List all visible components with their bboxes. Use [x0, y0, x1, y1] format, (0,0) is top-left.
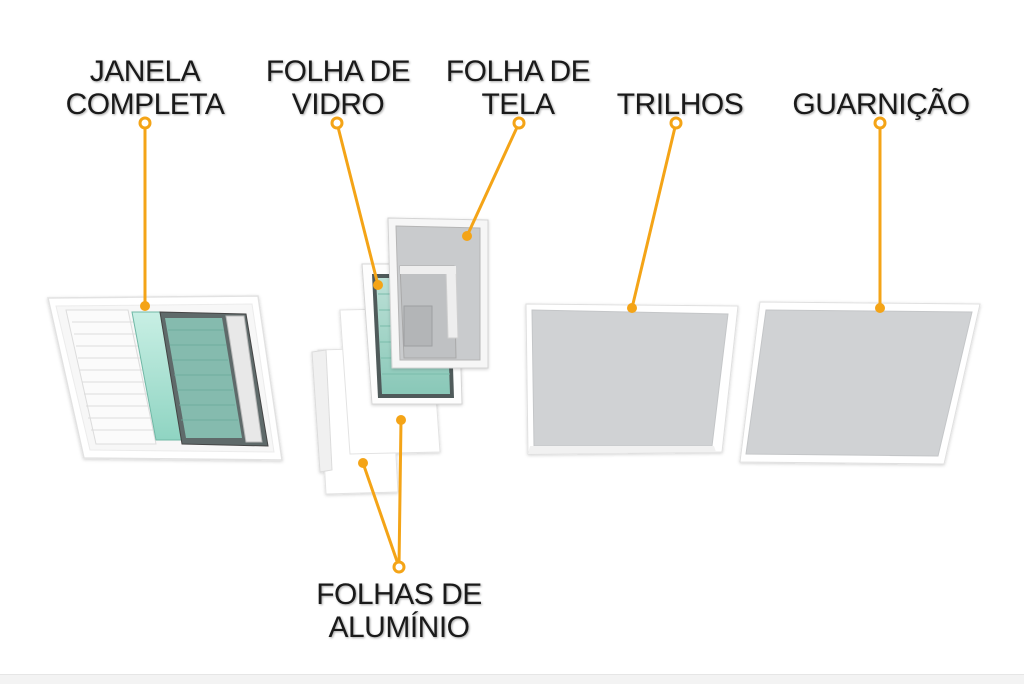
label-trilhos: TRILHOS	[610, 88, 750, 121]
leader-lines	[143, 121, 882, 569]
marker-ring	[512, 116, 526, 130]
label-folha-de-vidro-line1: FOLHA DE	[265, 55, 411, 88]
label-folhas-de-aluminio-line2: ALUMÍNIO	[328, 611, 470, 644]
marker-dot	[462, 231, 472, 241]
trim	[739, 301, 981, 465]
marker-ring	[330, 116, 344, 130]
label-folhas-de-aluminio-line1: FOLHAS DE	[316, 578, 482, 611]
label-folhas-de-aluminio: FOLHAS DE ALUMÍNIO	[310, 578, 488, 644]
label-janela-completa-line2: COMPLETA	[65, 88, 225, 121]
label-folha-de-tela-line1: FOLHA DE	[445, 55, 591, 88]
label-folha-de-vidro-line2: VIDRO	[291, 88, 385, 121]
leader-aluminio-2	[397, 418, 403, 569]
marker-dot	[140, 301, 150, 311]
leader-tela	[465, 121, 521, 238]
leader-vidro	[335, 121, 380, 287]
window-louvers	[65, 309, 157, 445]
label-guarnicao-line1: GUARNIÇÃO	[792, 88, 970, 121]
label-folha-de-vidro: FOLHA DE VIDRO	[262, 55, 414, 121]
marker-ring	[138, 116, 152, 130]
complete-window	[47, 295, 283, 461]
label-trilhos-line1: TRILHOS	[616, 88, 744, 121]
screen-sash	[387, 217, 489, 369]
label-janela-completa-line1: JANELA	[89, 55, 201, 88]
marker-ring	[392, 560, 406, 574]
bottom-bar	[0, 674, 1024, 684]
rails	[525, 303, 739, 455]
marker-ring	[669, 116, 683, 130]
leader-aluminio-1	[361, 461, 401, 569]
leader-trilhos	[630, 121, 678, 310]
label-folha-de-tela: FOLHA DE TELA	[442, 55, 594, 121]
marker-dot	[373, 280, 383, 290]
marker-dot	[396, 415, 406, 425]
label-guarnicao: GUARNIÇÃO	[786, 88, 976, 121]
marker-dot	[627, 303, 637, 313]
marker-ring	[873, 116, 887, 130]
marker-dot	[875, 303, 885, 313]
markers	[138, 116, 887, 574]
marker-dot	[358, 458, 368, 468]
label-folha-de-tela-line2: TELA	[481, 88, 555, 121]
label-janela-completa: JANELA COMPLETA	[65, 55, 225, 121]
